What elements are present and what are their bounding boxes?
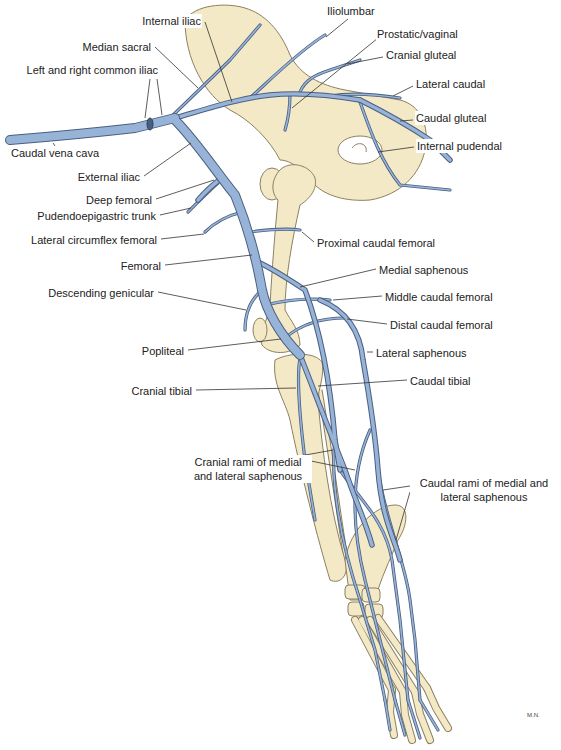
veins bbox=[10, 25, 450, 738]
vein-label: Internal iliac bbox=[141, 14, 202, 28]
vein-label: Iliolumbar bbox=[326, 4, 376, 18]
vein-label: Lateral saphenous bbox=[375, 346, 468, 360]
vein-label: Caudal tibial bbox=[409, 374, 472, 388]
vein-label: Caudal vena cava bbox=[10, 146, 100, 160]
vein-label: Middle caudal femoral bbox=[384, 290, 494, 304]
vein-label: Proximal caudal femoral bbox=[316, 236, 436, 250]
vein-label: Deep femoral bbox=[85, 193, 153, 207]
vein-label: Caudal rami of medial and lateral saphen… bbox=[410, 476, 558, 504]
vein-label: Lateral caudal bbox=[415, 77, 486, 91]
vein-label: External iliac bbox=[77, 170, 141, 184]
vein-label: Median sacral bbox=[82, 40, 152, 54]
vein-label: Cranial rami of medial and lateral saphe… bbox=[184, 455, 312, 483]
vein-label: Lateral circumflex femoral bbox=[30, 233, 158, 247]
vein-label: Descending genicular bbox=[47, 286, 155, 300]
vein-label: Caudal gluteal bbox=[415, 111, 487, 125]
vein-label: Internal pudendal bbox=[416, 139, 503, 153]
vein-label: Pudendoepigastric trunk bbox=[36, 209, 157, 223]
vein-label: Popliteal bbox=[141, 344, 185, 358]
vein-label: Femoral bbox=[120, 259, 162, 273]
vein-label: Prostatic/vaginal bbox=[376, 27, 459, 41]
vein-label: Medial saphenous bbox=[378, 263, 469, 277]
leader-lines bbox=[53, 19, 414, 540]
vein-label: Cranial tibial bbox=[130, 384, 193, 398]
vein-label: Left and right common iliac bbox=[26, 63, 159, 77]
artist-signature: M.N. bbox=[526, 712, 541, 719]
vein-label: Distal caudal femoral bbox=[389, 318, 494, 332]
vein-label: Cranial gluteal bbox=[385, 48, 457, 62]
